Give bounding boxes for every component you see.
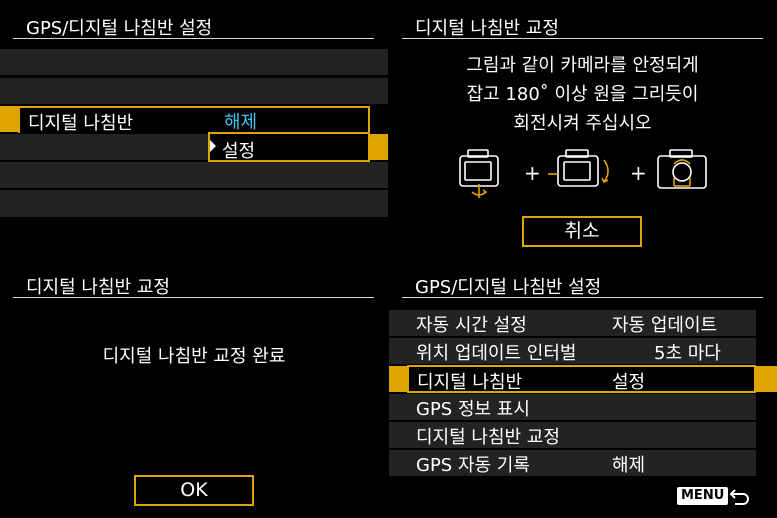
q1-option-on: 설정	[222, 141, 256, 162]
q1-row-6	[0, 190, 388, 217]
q2-camera-rotation-diagram: + +	[459, 149, 707, 198]
q2-instruction-1: 그림과 같이 카메라를 안정되게	[466, 55, 699, 76]
q4-selection-tab-left	[389, 366, 407, 392]
q4-row-auto-time[interactable]: 자동 시간 설정 자동 업데이트	[389, 310, 756, 336]
q4-row-gps-info[interactable]: GPS 정보 표시	[389, 394, 756, 420]
q2-plus-2: +	[630, 161, 647, 185]
q1-option-on-box[interactable]: 설정	[208, 132, 370, 162]
q4-row-gps-auto-log[interactable]: GPS 자동 기록 해제	[389, 450, 756, 476]
return-arrow-icon	[729, 489, 749, 505]
q2-title-rule	[402, 38, 763, 39]
camera-top-view-icon	[459, 149, 499, 198]
cancel-button[interactable]: 취소	[522, 216, 642, 247]
q1-row-1	[0, 49, 388, 75]
q1-title: GPS/디지털 나침반 설정	[26, 18, 213, 39]
q4-row-label: 디지털 나침반	[417, 372, 523, 393]
q1-row-5	[0, 162, 388, 188]
q1-option-off[interactable]: 해제	[224, 112, 258, 133]
q2-plus-1: +	[524, 161, 541, 185]
q4-title: GPS/디지털 나침반 설정	[415, 277, 602, 298]
menu-button[interactable]: MENU	[677, 487, 729, 505]
q4-row-label: GPS 정보 표시	[416, 399, 530, 420]
q4-row-label: 자동 시간 설정	[416, 315, 527, 336]
q4-selection-tab-right	[756, 366, 777, 392]
q4-row-value: 자동 업데이트	[612, 315, 718, 336]
q3-message: 디지털 나침반 교정 완료	[102, 346, 286, 367]
q2-instruction-3: 회전시켜 주십시오	[513, 113, 652, 134]
q1-scroll-tab	[370, 134, 388, 160]
q4-row-update-interval[interactable]: 위치 업데이트 인터벌 5초 마다	[389, 338, 756, 364]
q4-row-label: 위치 업데이트 인터벌	[416, 343, 577, 364]
ok-button[interactable]: OK	[134, 475, 254, 506]
q1-title-rule	[13, 38, 374, 39]
q2-title: 디지털 나침반 교정	[415, 18, 559, 39]
q3-title-rule	[13, 297, 374, 298]
q4-row-label: 디지털 나침반 교정	[416, 427, 560, 448]
q4-row-value: 해제	[612, 455, 646, 476]
q1-row-2	[0, 78, 388, 104]
camera-front-view-icon	[657, 149, 707, 189]
q4-row-label: GPS 자동 기록	[416, 455, 530, 476]
q4-row-digital-compass[interactable]: 디지털 나침반 설정	[407, 365, 756, 393]
q4-row-value: 5초 마다	[654, 343, 721, 364]
q4-row-compass-calibration[interactable]: 디지털 나침반 교정	[389, 422, 756, 448]
q3-title: 디지털 나침반 교정	[26, 277, 170, 298]
q1-selected-label: 디지털 나침반	[28, 113, 134, 134]
q4-title-rule	[402, 297, 763, 298]
q4-row-value: 설정	[612, 372, 646, 393]
q2-instruction-2: 잡고 180˚ 이상 원을 그리듯이	[466, 84, 699, 105]
q1-selection-tab	[0, 106, 18, 132]
camera-back-view-icon	[548, 149, 609, 187]
q1-selected-row[interactable]: 디지털 나침반	[18, 106, 370, 134]
q1-cursor-icon	[210, 140, 216, 152]
q1-border-right	[368, 106, 370, 133]
